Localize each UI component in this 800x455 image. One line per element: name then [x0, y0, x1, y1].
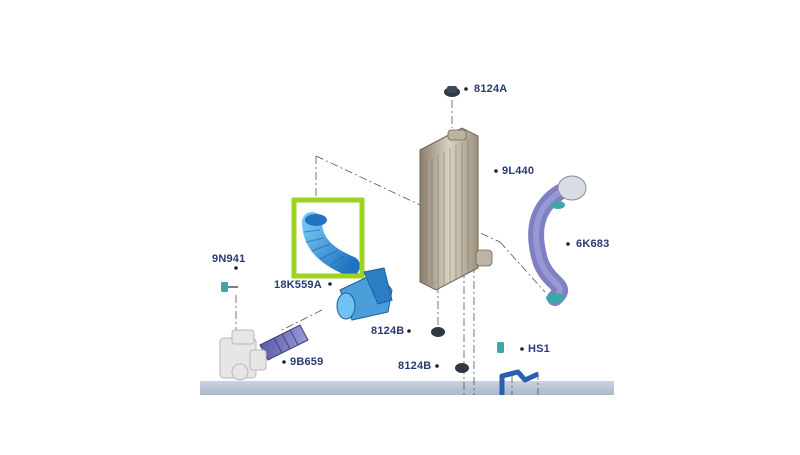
- intercooler-icon: [419, 127, 493, 291]
- label-cap-top[interactable]: 8124A: [474, 83, 508, 95]
- bolt-cap-icon: [455, 363, 469, 373]
- highlighted-hose-icon: [302, 212, 360, 276]
- label-intercooler[interactable]: 9L440: [502, 165, 535, 177]
- engine-block: [219, 329, 267, 381]
- bolt-cap-icon: [431, 327, 445, 337]
- label-throttle-tube[interactable]: 9B659: [290, 356, 324, 368]
- label-markers: [234, 87, 570, 368]
- clip-icon: [221, 282, 238, 292]
- label-hose-bracket[interactable]: HS1: [528, 343, 550, 355]
- floor-band: [200, 381, 614, 395]
- hose-icon: [528, 175, 587, 306]
- selection-highlight: [291, 197, 365, 279]
- label-right-hose[interactable]: 6K683: [576, 238, 610, 250]
- bolt-cap-icon: [444, 86, 460, 97]
- tube-icon: [259, 324, 309, 361]
- elbow-icon: [336, 267, 393, 321]
- label-cap-low[interactable]: 8124B: [398, 360, 432, 372]
- label-highlighted-hose[interactable]: 18K559A: [274, 279, 322, 291]
- bracket-icon: [497, 342, 540, 395]
- label-clip[interactable]: 9N941: [212, 253, 246, 265]
- label-cap-mid[interactable]: 8124B: [371, 325, 405, 337]
